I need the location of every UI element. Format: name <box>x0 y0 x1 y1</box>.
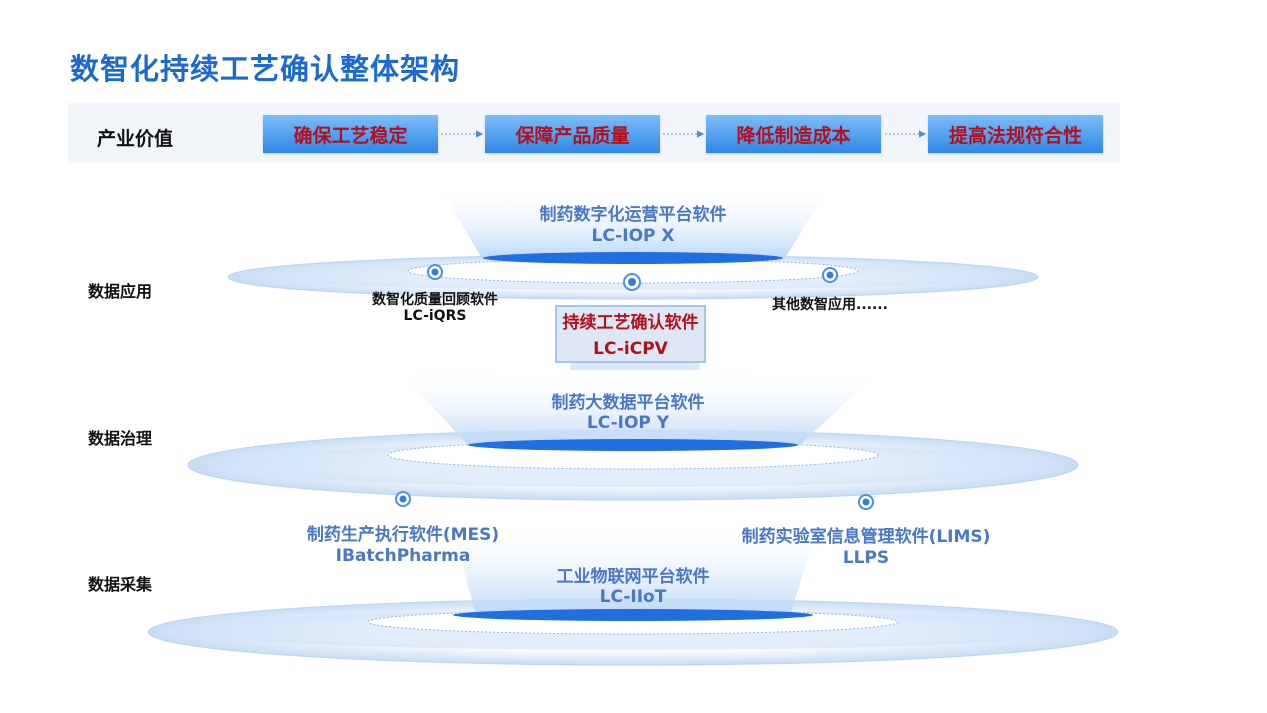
value-box-1: 确保工艺稳定 <box>263 115 438 153</box>
icpv-code: LC-iCPV <box>593 339 668 359</box>
layer-label-application: 数据应用 <box>88 282 153 301</box>
iop-y-name: 制药大数据平台软件 <box>551 393 705 413</box>
page-title: 数智化持续工艺确认整体架构 <box>70 52 461 86</box>
mes-name: 制药生产执行软件(MES) <box>306 525 500 545</box>
lims-name: 制药实验室信息管理软件(LIMS) <box>741 527 991 547</box>
value-row-label: 产业价值 <box>97 128 174 150</box>
value-box-4: 提高法规符合性 <box>928 115 1103 153</box>
icpv-highlight-box: 持续工艺确认软件 LC-iCPV <box>555 305 706 363</box>
value-box-2: 保障产品质量 <box>485 115 660 153</box>
iqrs-name: 数智化质量回顾软件 <box>372 292 498 308</box>
iqrs-code: LC-iQRS <box>403 308 467 324</box>
value-box-3: 降低制造成本 <box>706 115 881 153</box>
iop-x-name: 制药数字化运营平台软件 <box>539 205 727 225</box>
mes-code: IBatchPharma <box>335 546 471 566</box>
governance-layer-graphic <box>187 370 1079 510</box>
iop-y-code: LC-IOP Y <box>586 413 670 433</box>
iiot-name: 工业物联网平台软件 <box>556 567 710 587</box>
iiot-code: LC-IIoT <box>599 587 667 607</box>
collection-layer-graphic <box>147 520 1119 666</box>
lims-code: LLPS <box>842 548 890 568</box>
icpv-name: 持续工艺确认软件 <box>562 313 699 333</box>
layer-label-collection: 数据采集 <box>88 575 153 594</box>
layer-label-governance: 数据治理 <box>88 429 153 448</box>
iop-x-code: LC-IOP X <box>591 226 675 246</box>
other-apps: 其他数智应用...... <box>772 297 888 313</box>
